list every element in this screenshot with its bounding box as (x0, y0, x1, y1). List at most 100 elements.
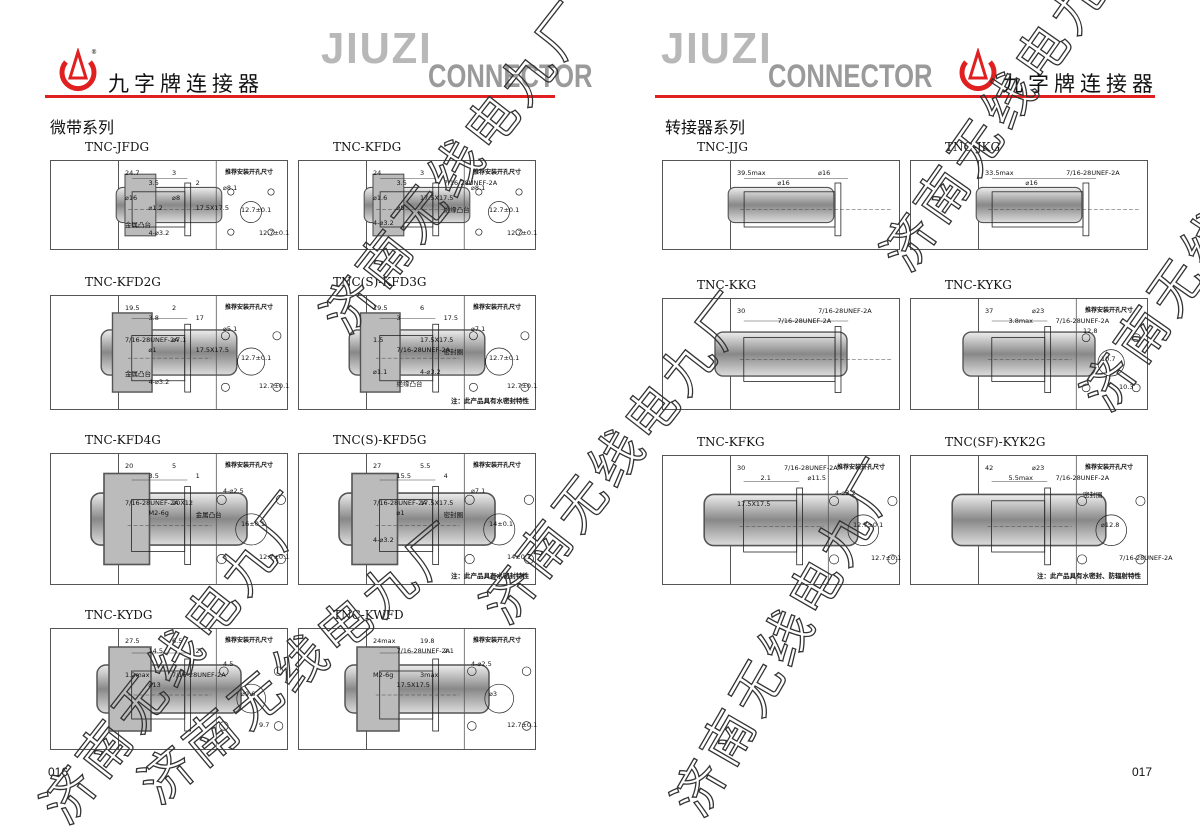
dimension-label: 24.7 (125, 169, 140, 177)
dimension-label: ⌀11.5 (807, 474, 826, 482)
product-note: 注：此产品具有水密封、防辐射特性 (1037, 572, 1141, 580)
dimension-label: 6 (420, 304, 425, 312)
dimension-label: 14±0.1 (489, 520, 514, 528)
dimension-label: 17.5X17.5 (195, 204, 229, 213)
dimension-label: 10.3 (1119, 383, 1134, 391)
product-title: TNC-KFD4G (85, 433, 161, 447)
product-photo (51, 629, 242, 749)
dimension-label: 7/16-28UNEF-2A (818, 307, 872, 315)
dimension-label: 19.8 (420, 637, 435, 645)
dimension-label: 10.7 (1101, 355, 1116, 363)
dimension-label: 20 (125, 462, 134, 470)
dimension-label: 1 (195, 472, 200, 480)
dimension-label: 5 (172, 462, 177, 470)
dimension-label: ⌀23 (1032, 307, 1045, 315)
dimension-label: 17.5X17.5 (195, 346, 229, 355)
dimension-label: 16±0.1 (241, 520, 266, 528)
dimension-label: 5.5max (1008, 474, 1034, 482)
dimension-label: 绝缘凸台 (443, 206, 470, 215)
mounting-hole-label: 推荐安装开孔尺寸 (1085, 464, 1134, 471)
dimension-label: 14±0.1 (507, 553, 532, 561)
jiuzi-logo-icon: ® (59, 48, 97, 92)
jiuzi-wordmark: JIUZI (320, 24, 433, 73)
mounting-hole-label: 推荐安装开孔尺寸 (1085, 307, 1134, 314)
product-photo (299, 629, 490, 749)
dimension-label: ⌀13 (148, 681, 161, 690)
dimension-label: 4-⌀3.2 (148, 378, 170, 387)
dimension-label: 4-⌀3.2 (835, 488, 856, 497)
dimension-label: 17.5X17.5 (396, 681, 430, 690)
svg-text:®: ® (91, 49, 97, 56)
left-page: ® 九字牌连接器 JIUZI CONNECTOR 微带系列 016 (0, 0, 600, 820)
dimension-label: 3 (396, 314, 401, 322)
dimension-label: 12.7±0.1 (507, 720, 538, 729)
dimension-label: 7/16-28UNEF-2A (1119, 553, 1173, 562)
dimension-label: 6.5 (172, 637, 183, 645)
dimension-label: 12.7±0.1 (241, 353, 272, 362)
page-number: 016 (48, 765, 69, 779)
dimension-label: 15.5 (396, 472, 411, 480)
dimension-label: 27.5 (125, 637, 140, 645)
dimension-label: 24max (373, 637, 396, 645)
dimension-label: M2-6g (373, 671, 394, 680)
product-photo (911, 456, 1107, 584)
dimension-label: 4-⌀2.5 (223, 487, 244, 495)
connector-wordmark: CONNECTOR (428, 58, 593, 94)
product-photo (299, 454, 496, 584)
dimension-label: 3 (172, 169, 177, 177)
dimension-label: ⌀12.8 (1101, 521, 1120, 529)
product-title: TNC-KFD2G (85, 275, 161, 289)
dimension-label: 12.7±0.1 (853, 521, 884, 529)
dimension-label: 1.5 (373, 336, 384, 345)
dimension-label: 17.5 (443, 314, 459, 322)
right-page: JIUZI CONNECTOR 九字牌连接器 转接器系列 017 (600, 0, 1200, 820)
product-title: TNC-KFKG (697, 435, 765, 449)
dimension-label: 4-⌀2.5 (471, 659, 492, 668)
product-note: 注：此产品具有水密封特性 (451, 397, 529, 405)
dimension-label: 3.8 (148, 314, 159, 322)
product-photo (663, 456, 859, 584)
dimension-label: 30 (737, 464, 746, 472)
dimension-label: 19.5 (125, 304, 140, 312)
series-title: 转接器系列 (665, 118, 746, 137)
dimension-label: 5.5 (420, 462, 431, 470)
product-title: TNC-KFDG (333, 140, 402, 154)
dimension-label: ⌀16 (818, 169, 831, 177)
dimension-label: 17.5X17.5 (420, 498, 454, 507)
dimension-label: 12.7±0.1 (489, 206, 520, 214)
dimension-label: 9.7 (259, 720, 270, 729)
dimension-label: 金属凸台 (195, 510, 222, 519)
product-title: TNC(S)-KFD3G (333, 275, 427, 289)
header-divider (45, 95, 555, 98)
technical-drawing: 39.5max⌀16⌀16 (731, 161, 899, 249)
dimension-label: 2 (172, 304, 177, 312)
dimension-label: 27 (373, 462, 382, 470)
dimension-label: 7/16-28UNEF-2A (172, 671, 226, 680)
dimension-label: 12.8 (1083, 327, 1098, 335)
dimension-label: 密封圈 (1083, 490, 1103, 499)
product-title: TNC(S)-KFD5G (333, 433, 427, 447)
dimension-label: 30 (737, 307, 746, 315)
product-photo (299, 296, 486, 409)
dimension-label: 4-⌀3.2 (420, 368, 441, 377)
dimension-label: ⌀1.2 (148, 204, 163, 213)
product-title: TNC-JKG (945, 140, 1001, 154)
dimension-label: 1.2max (125, 671, 150, 680)
dimension-label: 12.7±0.1 (489, 353, 520, 362)
